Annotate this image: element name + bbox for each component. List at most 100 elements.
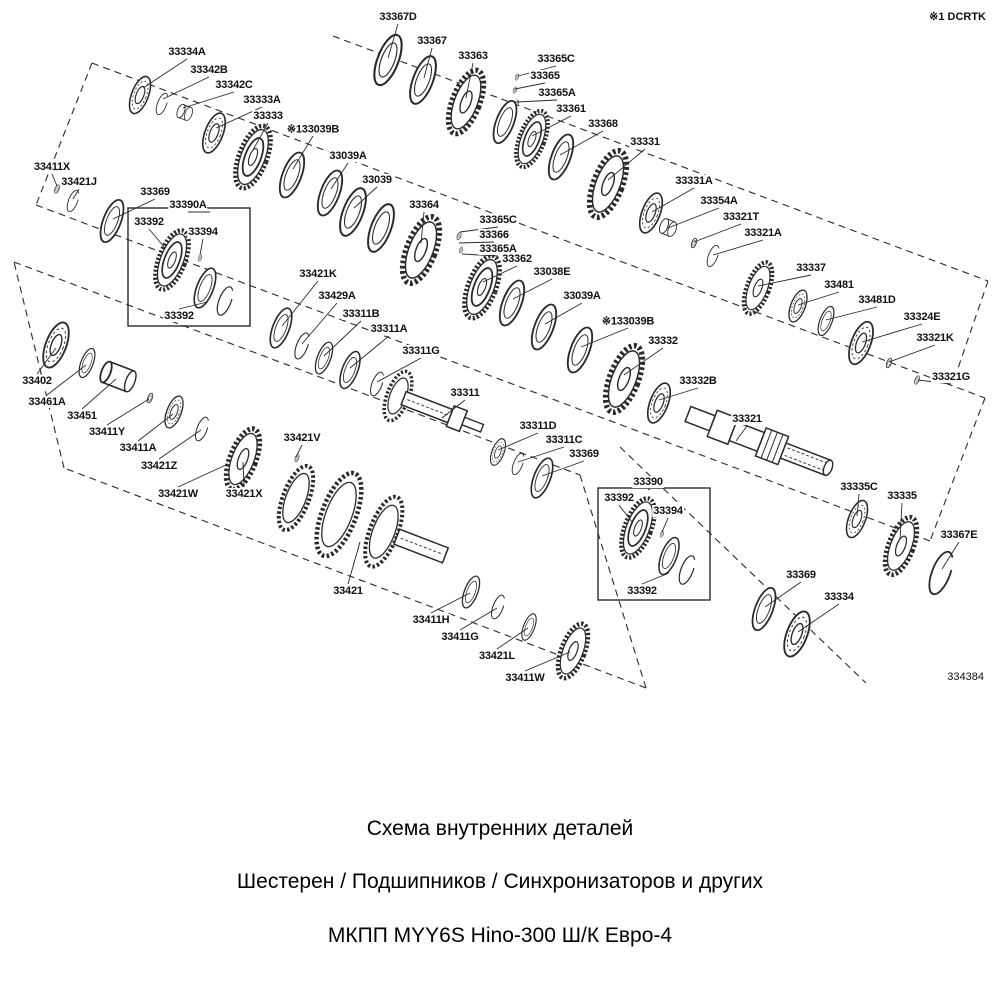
subassembly-box	[127, 207, 251, 327]
leader-line	[199, 238, 204, 256]
ring-part-shape	[311, 339, 337, 377]
leader-line	[941, 541, 960, 570]
leader-line	[917, 379, 952, 385]
boundary-dash	[955, 280, 989, 375]
boundary-dash	[619, 446, 867, 684]
bearing-part-shape	[37, 318, 75, 372]
leader-line	[607, 148, 646, 181]
leader-line	[177, 463, 229, 488]
leader-line	[51, 173, 58, 187]
boundary-dash	[13, 261, 65, 469]
gear-part-shape	[395, 212, 447, 288]
leader-line	[430, 592, 471, 614]
boundary-dash	[929, 397, 986, 542]
leader-line	[825, 306, 878, 321]
tiny-part-shape	[512, 86, 518, 94]
ring-part-shape	[367, 30, 409, 90]
leader-line	[301, 302, 338, 345]
leader-line	[112, 198, 156, 220]
leader-line	[517, 446, 565, 463]
leader-line	[544, 302, 583, 325]
gear-part-shape	[598, 341, 650, 417]
boundary-dash	[579, 474, 647, 689]
leader-line	[516, 99, 558, 103]
leader-line	[46, 364, 87, 396]
leader-line	[531, 115, 572, 137]
bearing-part-shape	[160, 393, 188, 431]
leader-line	[252, 122, 269, 151]
leader-line	[81, 378, 117, 410]
boundary-dash	[63, 467, 647, 689]
leader-line	[465, 62, 474, 99]
snap-part-shape	[509, 451, 527, 477]
ring-part-shape	[814, 303, 838, 339]
leader-line	[158, 429, 202, 460]
leader-line	[458, 241, 495, 244]
boundary-dashed-lines	[13, 35, 989, 689]
ring-part-shape	[458, 573, 484, 611]
ring-part-shape	[654, 534, 684, 578]
shaftmain-part-shape	[681, 399, 838, 484]
reference-note: ※1 DCRTK	[929, 11, 986, 23]
leader-line	[757, 274, 812, 287]
snap-part-shape	[213, 284, 237, 318]
bearing-part-shape	[843, 317, 879, 369]
leader-line	[517, 65, 557, 77]
ring-part-shape	[561, 323, 599, 377]
ring-part-shape	[746, 584, 782, 634]
ring-part-shape	[94, 196, 130, 246]
leader-line	[459, 226, 499, 233]
leader-line	[541, 460, 585, 477]
boundary-dash	[13, 261, 581, 476]
cluster-part-shape	[268, 452, 461, 596]
caption-subtitle: Шестерен / Подшипников / Синхронизаторов…	[236, 870, 764, 893]
gear-part-shape	[441, 66, 491, 139]
synchro-part-shape	[614, 494, 661, 562]
leader-line	[647, 488, 651, 491]
leader-line	[899, 502, 903, 541]
leader-line	[349, 335, 390, 369]
leader-line	[330, 162, 349, 190]
ring-part-shape	[75, 345, 99, 381]
leader-line	[281, 280, 319, 327]
leader-line	[667, 207, 720, 229]
leader-line	[162, 76, 210, 100]
tiny-part-shape	[145, 392, 155, 404]
leader-line	[459, 607, 498, 631]
gear-part-shape	[552, 620, 594, 682]
leader-line	[441, 399, 466, 419]
ring-part-shape	[273, 148, 311, 202]
bearing-part-shape	[778, 607, 816, 661]
leader-line	[735, 425, 748, 442]
leader-line	[353, 186, 378, 209]
ring-part-shape	[525, 300, 563, 354]
snap-part-shape	[704, 243, 722, 269]
leader-line	[764, 581, 802, 608]
leader-line	[242, 461, 245, 488]
leader-line	[420, 211, 425, 244]
leader-line	[641, 572, 670, 585]
leader-line	[797, 291, 840, 306]
bearing-part-shape	[642, 379, 676, 427]
snap-part-shape	[367, 370, 387, 398]
bearing-part-shape	[784, 287, 812, 325]
ring-part-shape	[525, 454, 559, 502]
subassembly-box	[597, 487, 711, 601]
boundary-dash	[35, 62, 93, 206]
leader-line	[861, 323, 923, 343]
ring-part-shape	[188, 264, 222, 312]
leader-line	[36, 347, 57, 375]
gear-part-shape	[738, 259, 778, 318]
leader-line	[797, 603, 840, 633]
drawing-number: 334384	[947, 671, 984, 683]
tiny-part-shape	[514, 73, 520, 81]
boundary-dash	[91, 62, 986, 399]
shaftinput-part-shape	[376, 366, 494, 455]
gear-part-shape	[219, 424, 266, 493]
leader-line	[658, 387, 699, 401]
snap-part-shape	[488, 593, 508, 621]
leader-line	[712, 239, 764, 256]
collar-part-shape	[174, 102, 195, 123]
leader-line	[178, 301, 208, 310]
